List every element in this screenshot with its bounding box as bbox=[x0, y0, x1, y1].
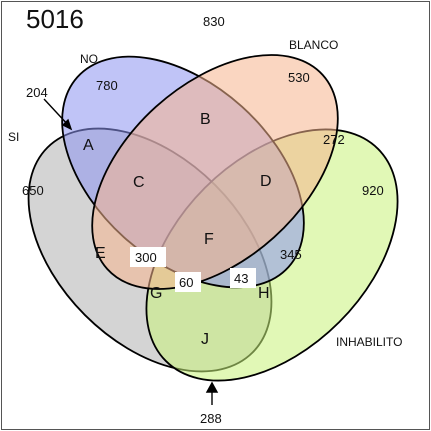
count-204: 204 bbox=[26, 85, 48, 100]
box-60 bbox=[175, 272, 201, 292]
box-300 bbox=[130, 247, 166, 267]
count-only-no: 780 bbox=[96, 78, 118, 93]
set-label-si: SI bbox=[8, 130, 19, 144]
region-d: D bbox=[260, 173, 272, 190]
region-g: G bbox=[150, 285, 162, 302]
set-label-blanco: BLANCO bbox=[289, 38, 338, 52]
count-345: 345 bbox=[280, 247, 302, 262]
count-boxes bbox=[130, 247, 256, 292]
count-60: 60 bbox=[179, 275, 193, 290]
set-label-inhabilito: INHABILITO bbox=[336, 335, 402, 349]
region-e: E bbox=[95, 245, 106, 262]
arrows bbox=[43, 98, 219, 405]
count-300: 300 bbox=[135, 250, 157, 265]
arrow-288-head bbox=[205, 381, 219, 393]
region-c: C bbox=[133, 174, 145, 191]
count-only-inhabilito: 920 bbox=[362, 183, 384, 198]
set-label-no: NO bbox=[80, 52, 98, 66]
arrow-204-head bbox=[61, 118, 73, 131]
count-272: 272 bbox=[323, 132, 345, 147]
region-j: J bbox=[201, 331, 209, 348]
outside-count: 830 bbox=[203, 14, 225, 29]
region-f: F bbox=[204, 231, 214, 248]
box-43 bbox=[230, 268, 256, 288]
count-only-si: 650 bbox=[22, 183, 44, 198]
total-count: 5016 bbox=[26, 4, 84, 34]
region-h: H bbox=[258, 285, 270, 302]
count-43: 43 bbox=[234, 271, 248, 286]
count-288: 288 bbox=[200, 411, 222, 426]
region-b: B bbox=[200, 111, 211, 128]
count-only-blanco: 530 bbox=[288, 70, 310, 85]
venn-sets bbox=[27, 54, 399, 382]
region-a: A bbox=[83, 137, 94, 154]
set-blanco-ellipse bbox=[91, 54, 339, 290]
